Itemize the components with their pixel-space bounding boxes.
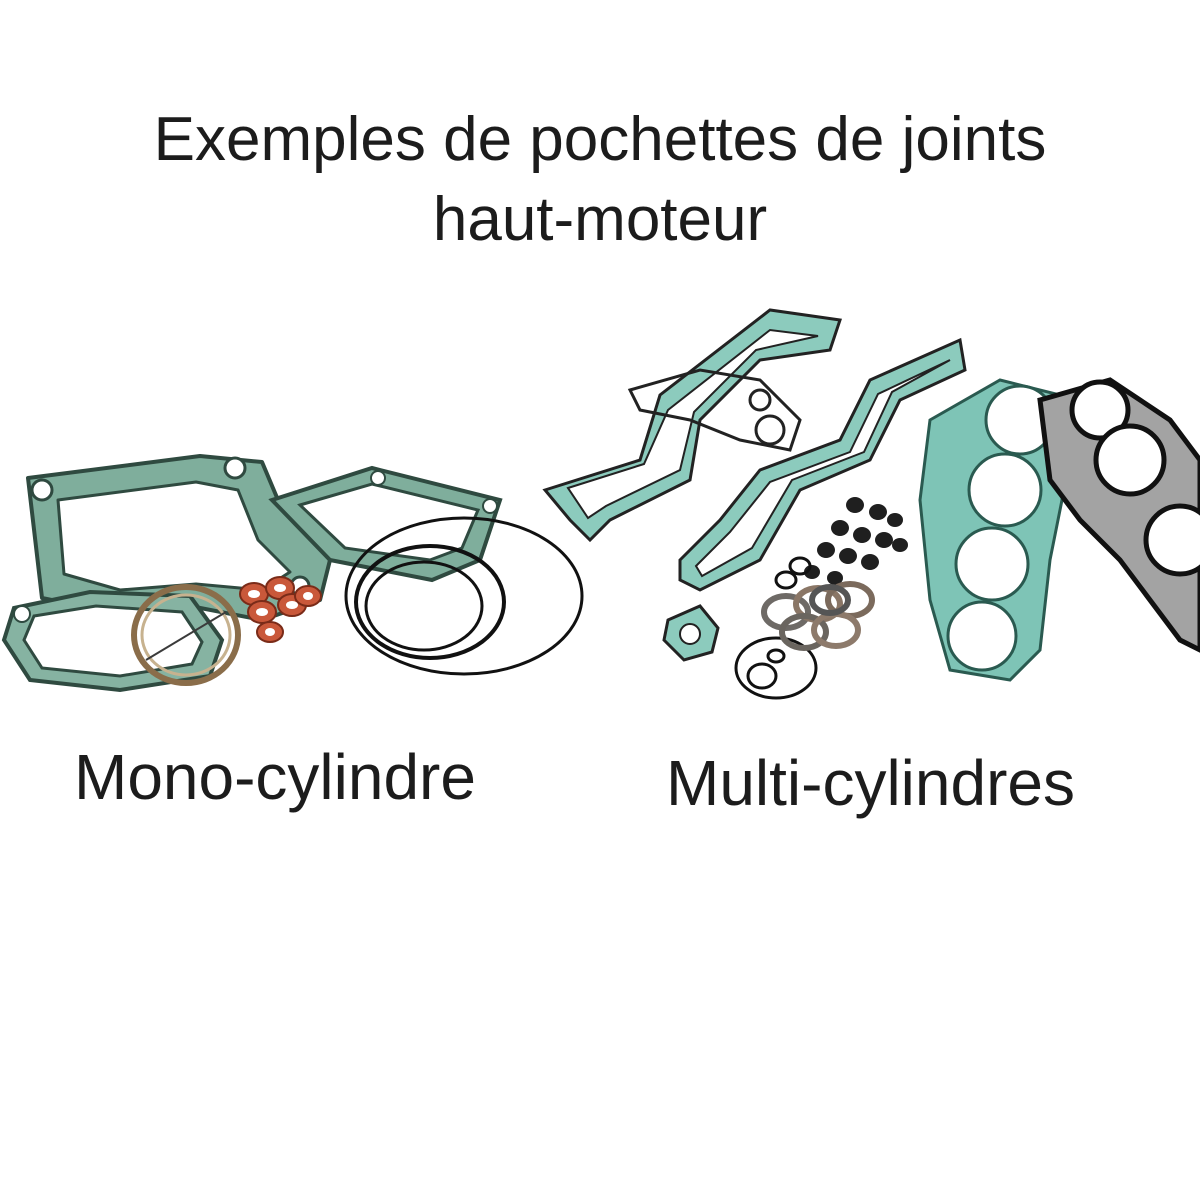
multi-cylinder-gasket-kit bbox=[542, 308, 1200, 700]
sleeve-rings bbox=[761, 581, 875, 651]
title-line-2: haut-moteur bbox=[432, 185, 768, 254]
cylinder-base-gasket bbox=[26, 454, 332, 622]
multi-cylinder-label: Multi-cylindres bbox=[666, 747, 1075, 819]
o-rings bbox=[344, 516, 584, 676]
valve-cover-gasket-2 bbox=[678, 337, 967, 592]
title-line-1: Exemples de pochettes de joints bbox=[153, 105, 1047, 174]
cylinder-base-gasket-4 bbox=[918, 378, 1082, 682]
cylinder-head-gasket-4 bbox=[1037, 377, 1200, 653]
exhaust-ring-gasket bbox=[131, 584, 241, 686]
valve-cover-gasket-3 bbox=[627, 368, 802, 452]
valve-cover-gasket-1 bbox=[542, 308, 842, 543]
small-o-rings bbox=[734, 556, 818, 700]
page-title: Exemples de pochettes de joints haut-mot… bbox=[0, 100, 1200, 260]
valve-stem-seals bbox=[804, 497, 908, 585]
mono-cylinder-label: Mono-cylindre bbox=[74, 741, 476, 813]
small-flange-gasket bbox=[662, 604, 720, 662]
cylinder-head-gasket bbox=[268, 465, 503, 583]
exhaust-gasket-plate bbox=[1, 589, 225, 693]
copper-washers bbox=[239, 576, 322, 643]
mono-cylinder-gasket-kit bbox=[1, 454, 584, 693]
